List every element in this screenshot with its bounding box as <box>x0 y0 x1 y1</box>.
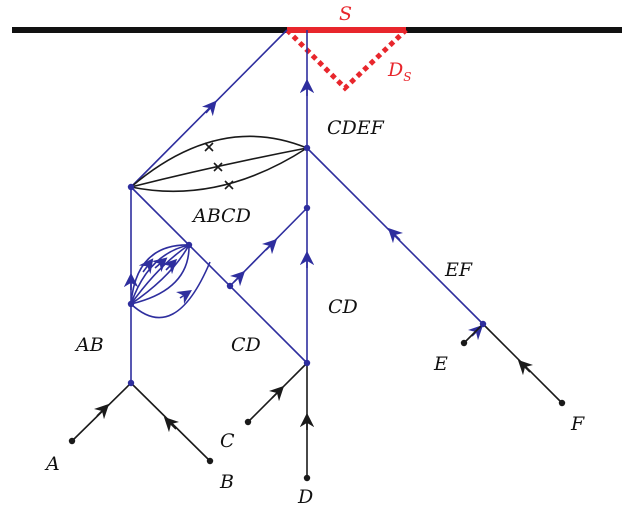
label-e: E <box>433 353 448 375</box>
label-b: B <box>219 471 234 493</box>
label-ef: EF <box>444 259 473 281</box>
blue-arrows <box>123 78 484 341</box>
label-f: F <box>570 413 585 435</box>
label-a: A <box>44 453 60 475</box>
label-cdef: CDEF <box>327 117 385 139</box>
label-c: C <box>220 430 235 452</box>
label-s: S <box>339 3 352 25</box>
label-cd-left: CD <box>231 334 261 356</box>
label-cd-right: CD <box>328 296 358 318</box>
vertices <box>127 144 487 387</box>
external-points <box>68 339 566 482</box>
black-lens <box>130 135 308 193</box>
label-abcd: ABCD <box>191 205 251 227</box>
label-domain-s: DS <box>387 59 411 84</box>
black-legs <box>71 323 563 478</box>
label-d: D <box>297 486 313 508</box>
label-ab: AB <box>74 334 104 356</box>
